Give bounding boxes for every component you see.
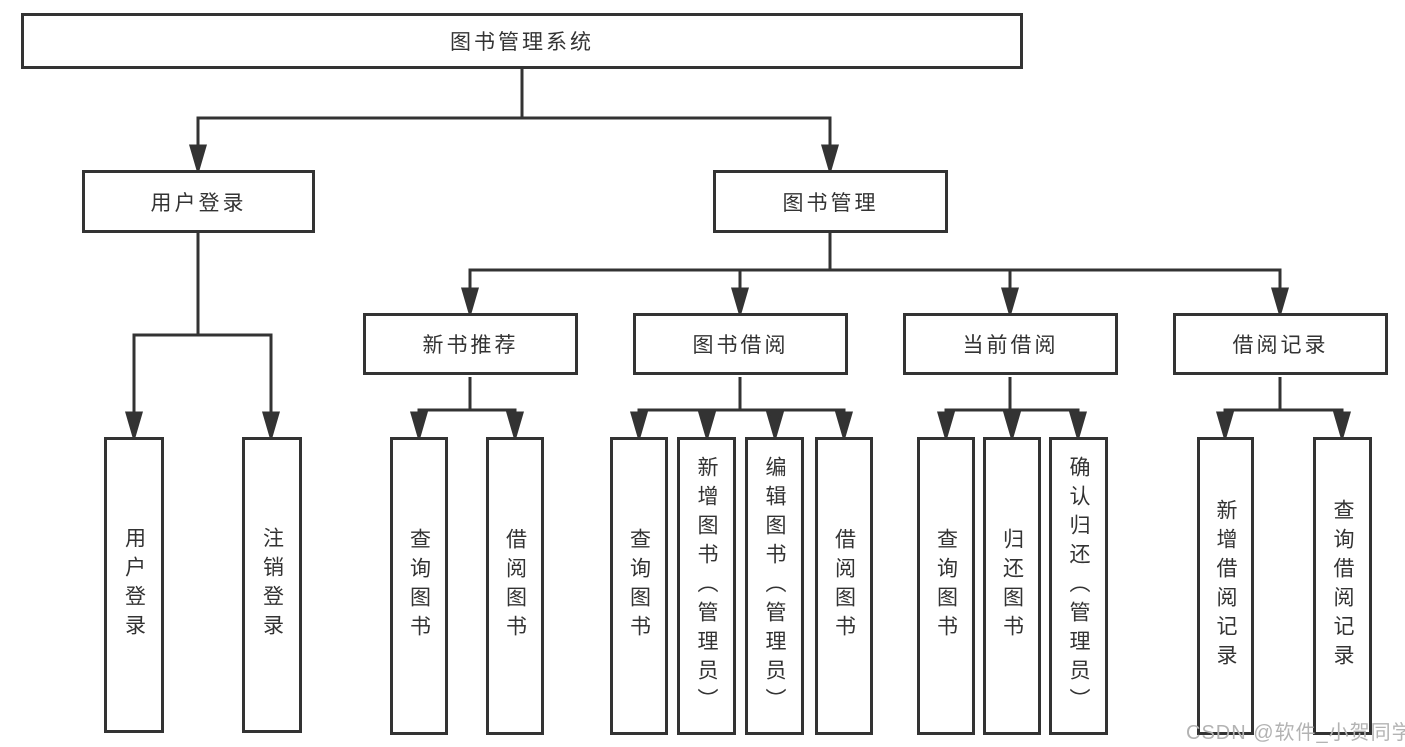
node-library-system: 图书管理系统 [21, 13, 1023, 69]
node-book-management-label: 图书管理 [782, 191, 879, 215]
node-borrow-records-label: 借阅记录 [1232, 334, 1329, 357]
node-book-borrow: 图书借阅 [633, 313, 848, 375]
node-leaf-borrow-books-borrow: 借阅图书 [815, 437, 873, 735]
node-current-borrow: 当前借阅 [903, 313, 1118, 375]
csdn-watermark: CSDN @软件_小贺同学 [1186, 722, 1405, 744]
node-leaf-edit-book-admin: 编辑图书（管理员） [745, 437, 804, 735]
node-leaf-return-book: 归还图书 [983, 437, 1041, 735]
node-leaf-logout: 注销登录 [242, 437, 302, 733]
node-leaf-query-books-recommend: 查询图书 [390, 437, 448, 735]
connector-root-to-level2 [189, 69, 839, 176]
node-leaf-query-books-current-label: 查询图书 [934, 528, 958, 644]
node-leaf-query-books-current: 查询图书 [917, 437, 975, 735]
node-leaf-add-book-admin-label: 新增图书（管理员） [695, 455, 718, 717]
node-leaf-query-borrow-record: 查询借阅记录 [1313, 437, 1372, 735]
node-leaf-query-books-borrow: 查询图书 [610, 437, 668, 735]
node-leaf-query-borrow-record-label: 查询借阅记录 [1331, 499, 1354, 673]
node-leaf-add-borrow-record: 新增借阅记录 [1197, 437, 1254, 735]
connector-book-management-to-level3 [461, 233, 1289, 319]
node-leaf-query-books-recommend-label: 查询图书 [407, 528, 431, 644]
node-new-book-recommend-label: 新书推荐 [422, 334, 519, 357]
connector-borrow-records-to-leaves [1216, 377, 1351, 443]
node-current-borrow-label: 当前借阅 [962, 334, 1059, 357]
node-leaf-borrow-books-borrow-label: 借阅图书 [832, 528, 856, 644]
node-leaf-query-books-borrow-label: 查询图书 [627, 528, 651, 644]
node-leaf-borrow-books-recommend: 借阅图书 [486, 437, 544, 735]
node-user-login-label: 用户登录 [150, 191, 247, 215]
node-leaf-confirm-return-admin-label: 确认归还（管理员） [1067, 455, 1090, 717]
node-book-borrow-label: 图书借阅 [692, 334, 789, 357]
node-library-system-label: 图书管理系统 [450, 31, 594, 54]
node-book-management: 图书管理 [713, 170, 948, 233]
node-leaf-add-book-admin: 新增图书（管理员） [677, 437, 736, 735]
connector-user-login-to-leaves [125, 233, 280, 443]
node-leaf-confirm-return-admin: 确认归还（管理员） [1049, 437, 1108, 735]
node-leaf-user-login-label: 用户登录 [122, 527, 146, 643]
node-leaf-logout-label: 注销登录 [260, 527, 284, 643]
node-leaf-add-borrow-record-label: 新增借阅记录 [1214, 499, 1237, 673]
node-borrow-records: 借阅记录 [1173, 313, 1388, 375]
node-leaf-return-book-label: 归还图书 [1000, 528, 1024, 644]
node-leaf-user-login: 用户登录 [104, 437, 164, 733]
node-leaf-borrow-books-recommend-label: 借阅图书 [503, 528, 527, 644]
connector-book-borrow-to-leaves [630, 377, 853, 443]
node-leaf-edit-book-admin-label: 编辑图书（管理员） [763, 455, 786, 717]
node-user-login: 用户登录 [82, 170, 315, 233]
node-new-book-recommend: 新书推荐 [363, 313, 578, 375]
connector-current-borrow-to-leaves [937, 377, 1087, 443]
connector-new-book-recommend-to-leaves [410, 377, 524, 443]
